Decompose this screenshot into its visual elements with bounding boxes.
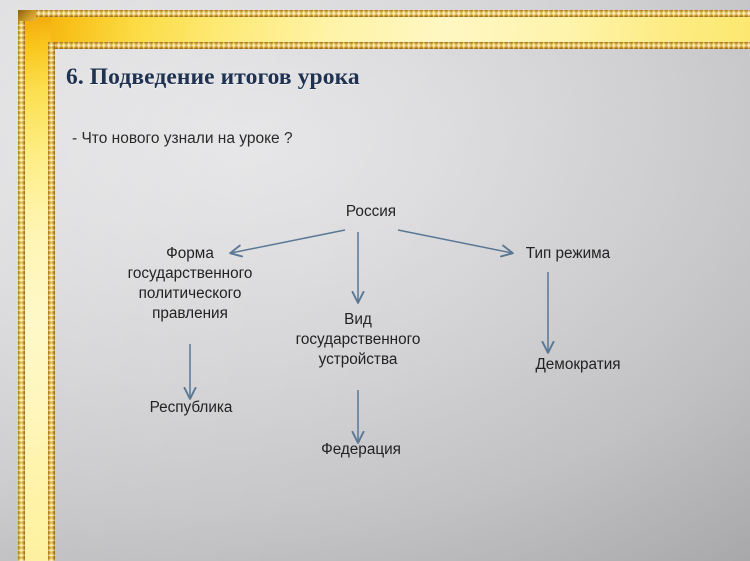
gold-frame-outer-top	[18, 10, 750, 17]
gold-frame-inner-left	[48, 42, 55, 561]
gold-frame-band-top	[22, 16, 750, 45]
gold-frame-band-left	[22, 16, 51, 561]
gold-frame-inner-top	[48, 42, 750, 49]
gold-frame-corner-notch	[18, 10, 36, 21]
arrow-russia-to-regime-type	[397, 229, 512, 253]
slide-subtitle-question: - Что нового узнали на уроке ?	[72, 130, 293, 147]
diagram-node-russia: Россия	[345, 203, 397, 220]
diagram-node-democracy: Демократия	[535, 356, 621, 373]
gold-frame-outer-left	[18, 10, 25, 561]
diagram-node-republic: Республика	[149, 399, 233, 416]
diagram-node-regime-type: Тип режима	[525, 245, 611, 262]
diagram-node-form-of-government: Форма государственного политического пра…	[127, 245, 253, 322]
diagram-node-federation: Федерация	[321, 441, 401, 458]
diagram-node-state-structure: Вид государственного устройства	[295, 311, 421, 368]
arrow-russia-to-form-of-government	[231, 229, 346, 253]
diagram-arrows-layer	[58, 229, 748, 550]
slide-title: 6. Подведение итогов урока	[66, 64, 360, 90]
concept-tree-diagram: Россия Форма государственного политическ…	[58, 150, 748, 550]
